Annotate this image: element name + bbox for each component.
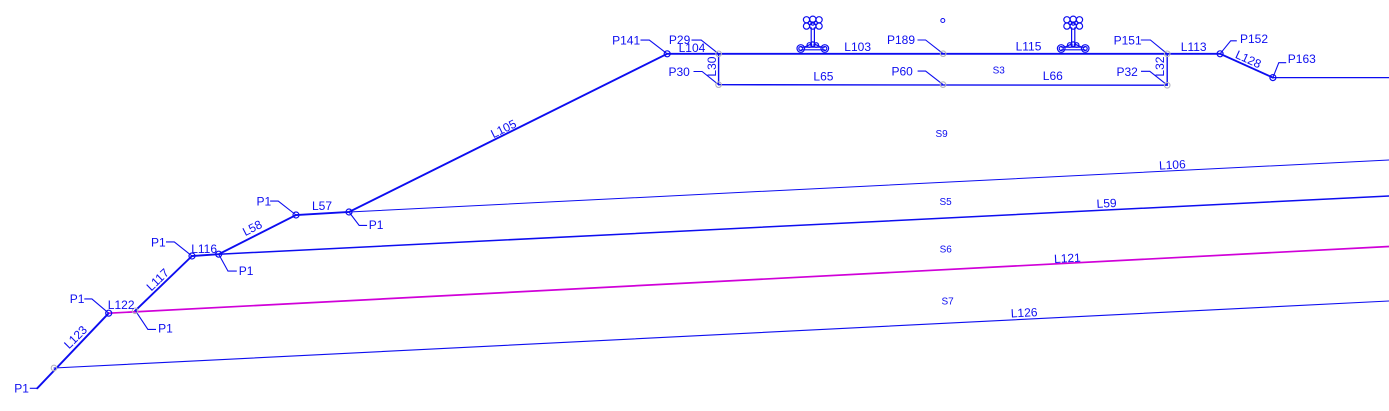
- svg-text:L115: L115: [1016, 39, 1042, 53]
- svg-text:P1: P1: [369, 218, 384, 232]
- svg-text:L104: L104: [679, 41, 706, 55]
- svg-text:L103: L103: [844, 40, 871, 54]
- svg-text:S5: S5: [940, 197, 953, 208]
- svg-text:P1: P1: [257, 194, 272, 208]
- svg-text:L126: L126: [1010, 305, 1038, 320]
- svg-text:L65: L65: [813, 69, 833, 83]
- svg-text:P1: P1: [158, 322, 173, 336]
- svg-text:P152: P152: [1240, 32, 1268, 46]
- svg-text:L106: L106: [1159, 157, 1187, 172]
- svg-text:P1: P1: [70, 292, 85, 306]
- svg-text:P29: P29: [669, 33, 691, 47]
- svg-text:L121: L121: [1054, 251, 1082, 266]
- svg-text:L59: L59: [1096, 196, 1117, 211]
- svg-text:P32: P32: [1117, 65, 1139, 79]
- svg-text:L32: L32: [1153, 56, 1167, 76]
- svg-text:P30: P30: [669, 65, 691, 79]
- svg-text:P1: P1: [14, 381, 29, 395]
- svg-text:L116: L116: [191, 242, 217, 256]
- svg-text:S3: S3: [993, 65, 1006, 76]
- svg-text:S9: S9: [936, 129, 949, 140]
- svg-text:P1: P1: [151, 235, 166, 249]
- svg-text:P60: P60: [892, 65, 914, 79]
- svg-text:P189: P189: [887, 33, 915, 47]
- svg-text:P1: P1: [239, 264, 254, 278]
- svg-text:S7: S7: [942, 296, 955, 307]
- svg-text:L122: L122: [108, 298, 135, 312]
- svg-text:P141: P141: [612, 34, 640, 48]
- svg-text:P163: P163: [1288, 52, 1316, 66]
- svg-text:L113: L113: [1181, 40, 1207, 54]
- svg-text:P151: P151: [1114, 33, 1142, 47]
- svg-text:L57: L57: [312, 199, 332, 213]
- svg-text:L30: L30: [705, 56, 719, 76]
- svg-text:L66: L66: [1043, 69, 1063, 83]
- svg-text:S6: S6: [940, 245, 953, 256]
